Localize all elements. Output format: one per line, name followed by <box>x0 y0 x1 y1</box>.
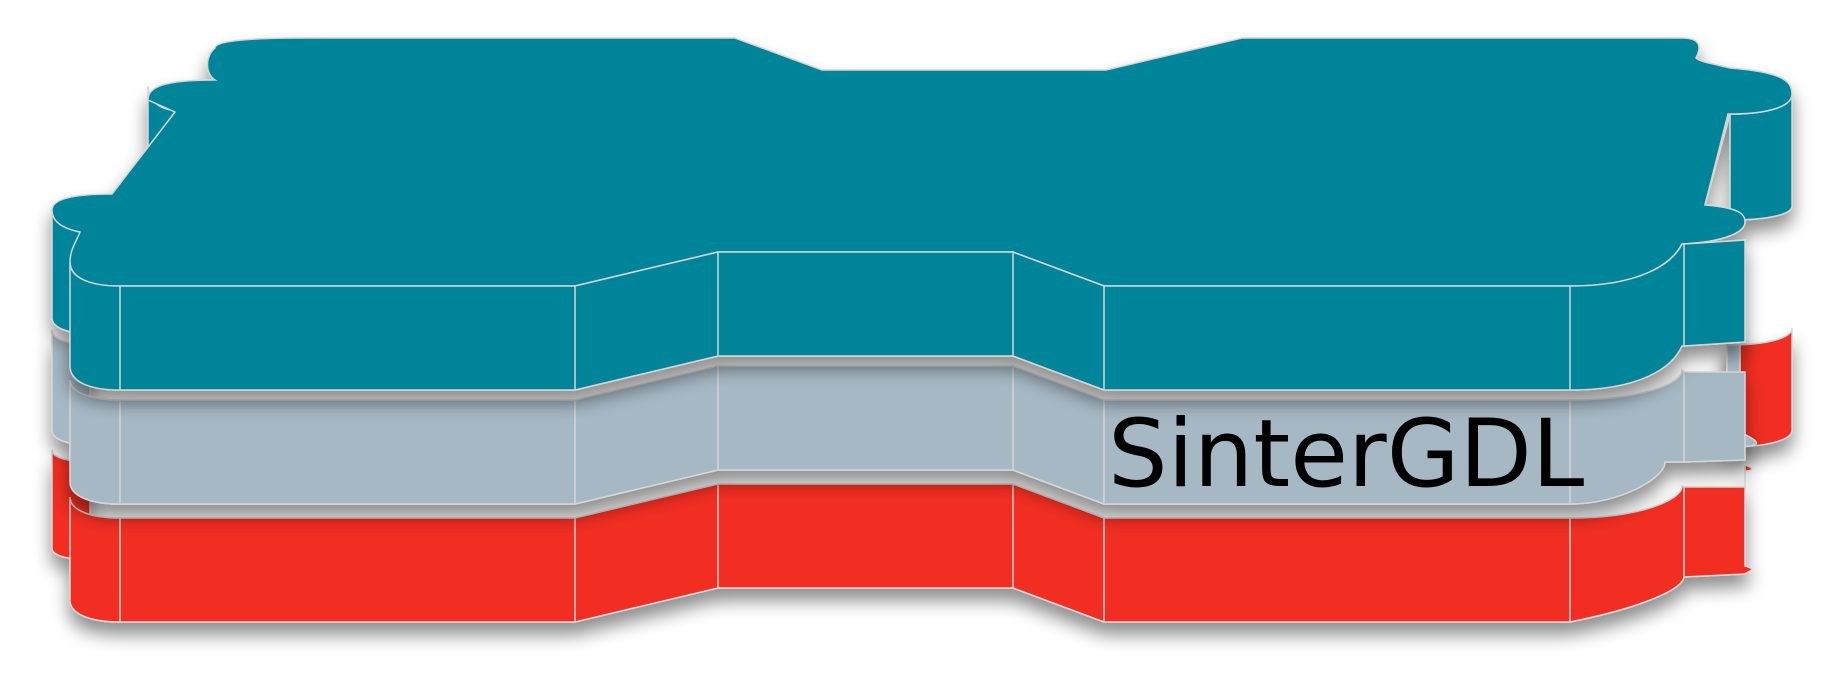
top-layer-surface <box>51 37 1793 287</box>
middle-layer <box>51 329 1758 505</box>
bottom-layer-front-wall <box>69 463 1753 623</box>
top-layer-edge <box>1704 113 1731 206</box>
middle-layer-front-wall <box>69 365 1746 505</box>
top-layer <box>51 37 1793 391</box>
layer-label-sintergdl: SinterGDL <box>1108 400 1584 509</box>
